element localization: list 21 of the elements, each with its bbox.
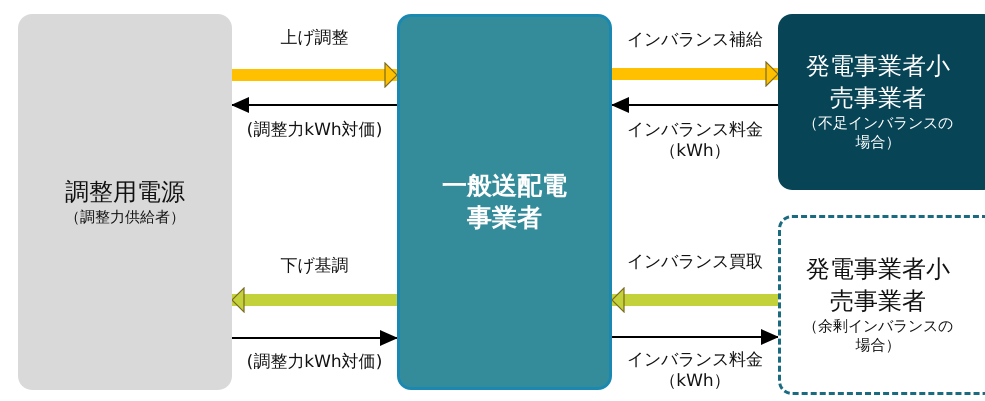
block-arrow — [231, 287, 397, 313]
box-title: 発電事業者小売事業者 — [805, 51, 951, 114]
block-arrow — [611, 287, 778, 313]
generator-box — [778, 14, 985, 190]
box-title: 発電事業者小売事業者 — [805, 254, 951, 316]
edge-label: 上げ調整 — [280, 28, 348, 50]
box-note: （不足インバランスの場合） — [803, 114, 953, 153]
block-arrow — [612, 61, 779, 87]
box-title: 調整用電源 — [65, 176, 185, 208]
box-note: （余剰インバランスの場合） — [803, 316, 953, 356]
generator-box — [778, 215, 985, 395]
source-box — [18, 14, 232, 390]
arrow — [611, 97, 778, 113]
box-note: （調整力供給者） — [65, 208, 185, 228]
block-arrow — [232, 62, 398, 88]
arrow — [231, 97, 397, 113]
operator-box — [397, 14, 612, 390]
edge-label: 下げ基調 — [280, 256, 348, 278]
arrow — [612, 329, 779, 345]
box-title: 一般送配電事業者 — [441, 170, 568, 234]
arrow — [232, 330, 398, 346]
